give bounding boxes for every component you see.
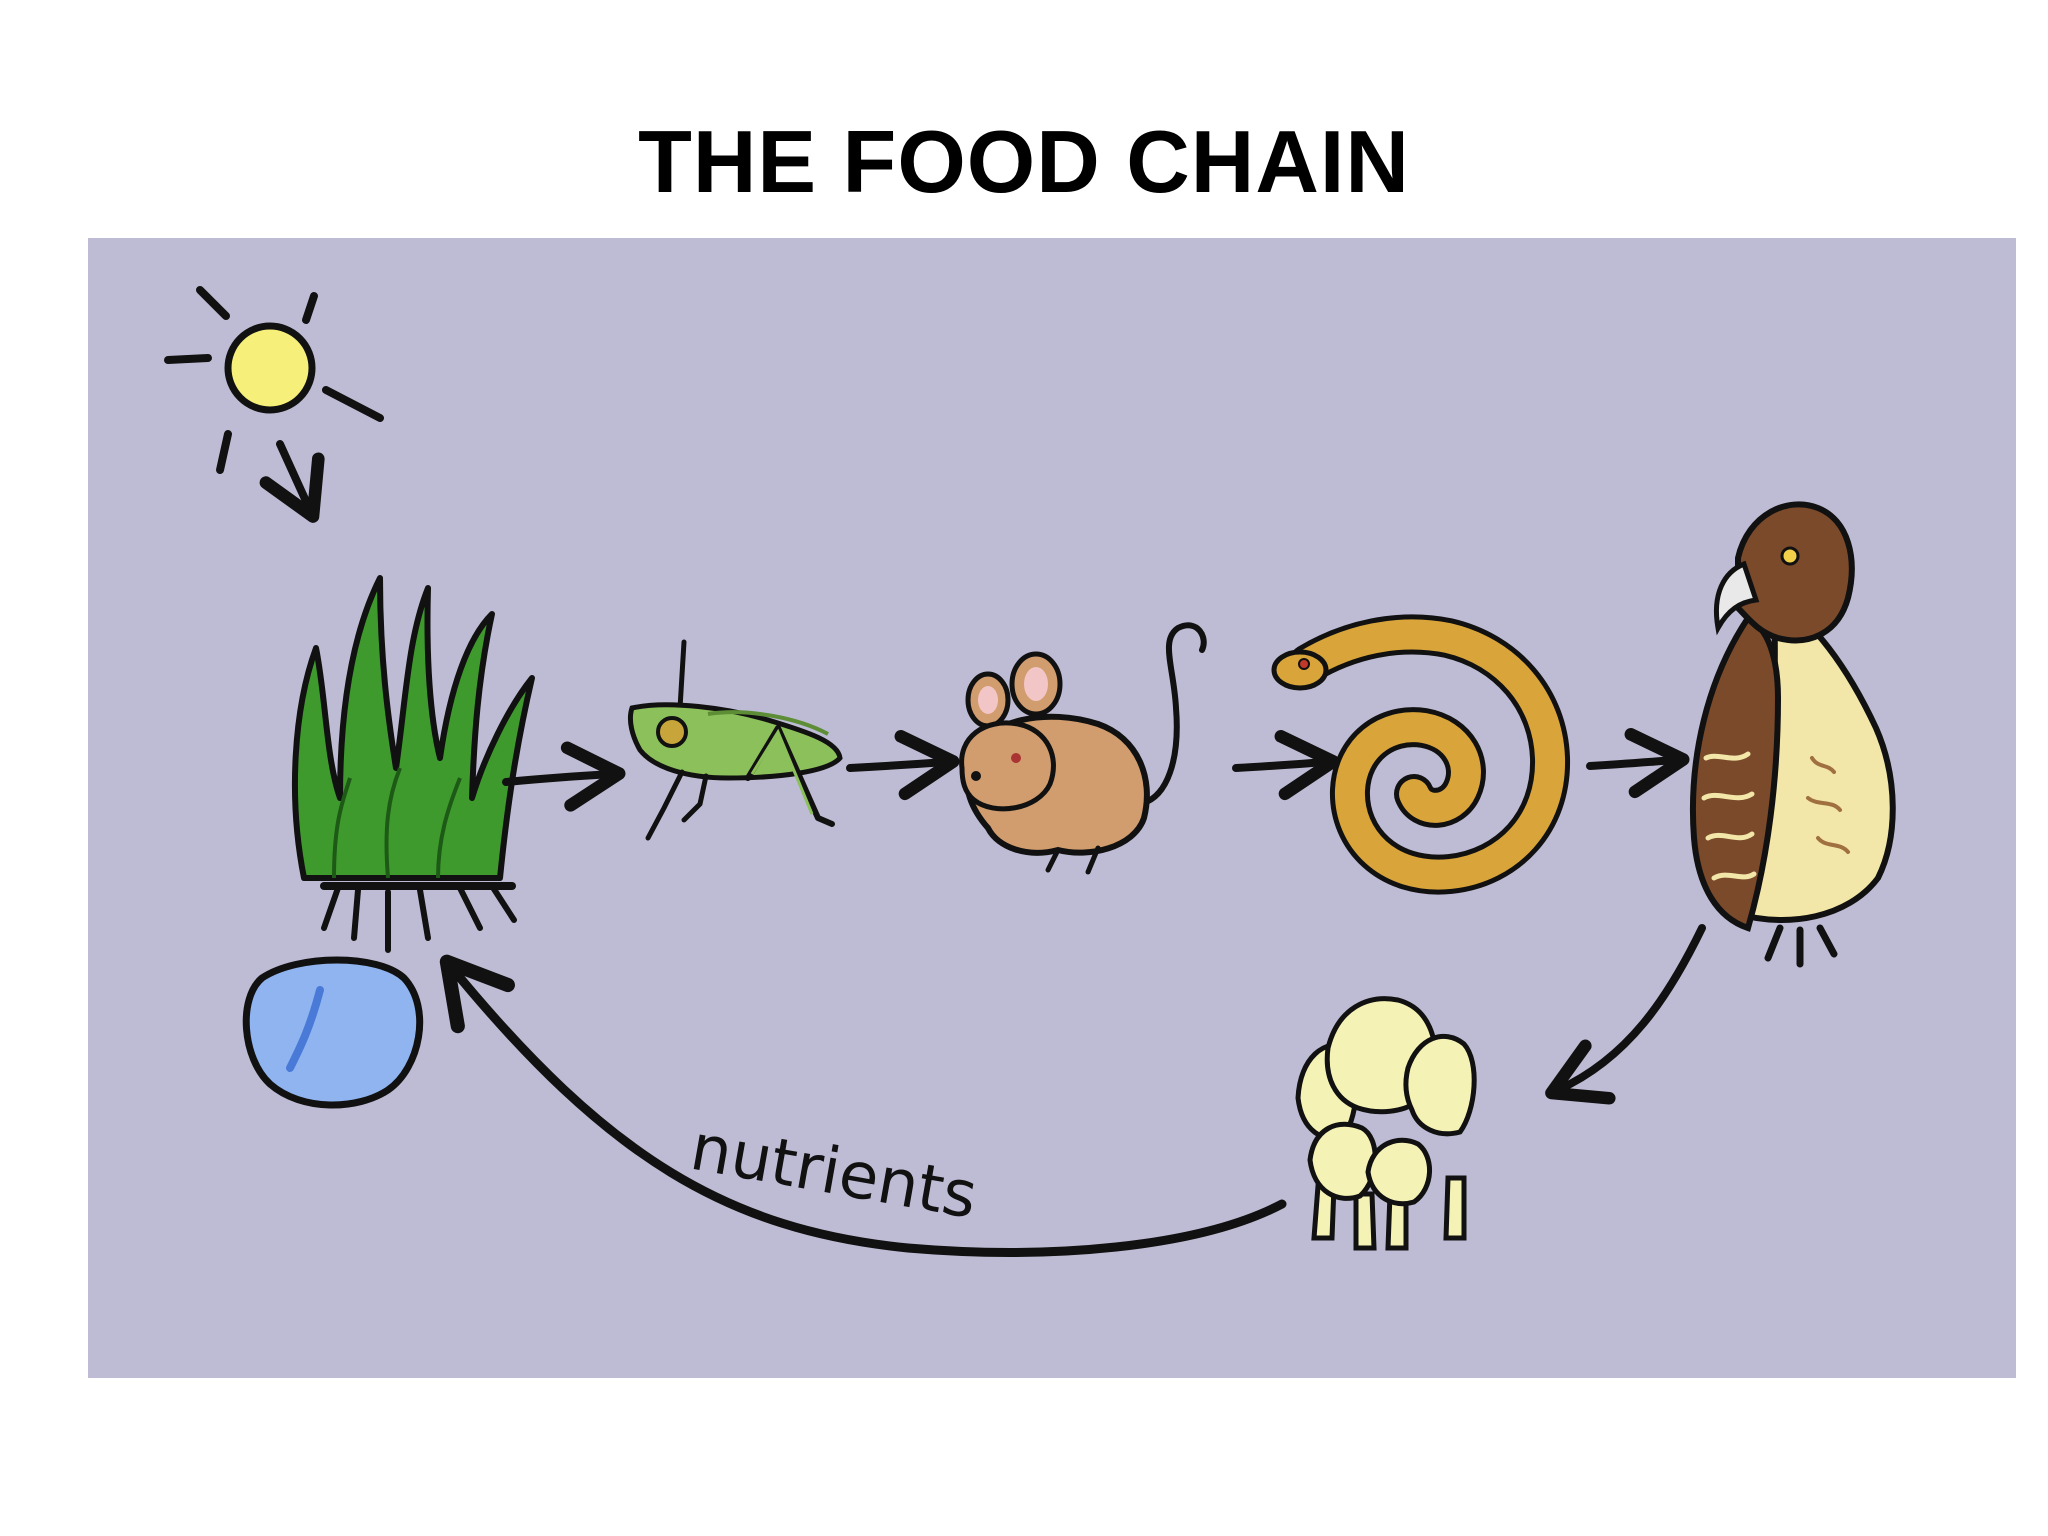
- nutrients-arrow: [439, 954, 1287, 1257]
- diagram-canvas: nutrients: [164, 286, 1896, 1257]
- hawk-to-mushrooms-arrow: [1545, 924, 1706, 1105]
- grasshopper-to-mouse-arrow: [846, 730, 960, 801]
- grasshopper-icon: [627, 639, 843, 841]
- snake-to-hawk-arrow: [1586, 728, 1690, 799]
- food-chain-diagram: nutrients: [88, 238, 2016, 1378]
- water-drop-icon: [242, 956, 424, 1109]
- hawk-icon: [1689, 501, 1896, 968]
- sun-to-grass-arrow: [259, 440, 325, 523]
- grass-to-grasshopper-arrow: [502, 741, 626, 812]
- page-title: THE FOOD CHAIN: [638, 112, 1410, 211]
- mouse-icon: [959, 622, 1207, 875]
- nutrients-label: nutrients: [685, 1111, 982, 1234]
- sun-icon: [164, 286, 384, 474]
- mushrooms-icon: [1295, 996, 1477, 1251]
- grass-icon: [291, 575, 535, 953]
- mouse-to-snake-arrow: [1232, 730, 1340, 801]
- snake-icon: [1271, 614, 1571, 895]
